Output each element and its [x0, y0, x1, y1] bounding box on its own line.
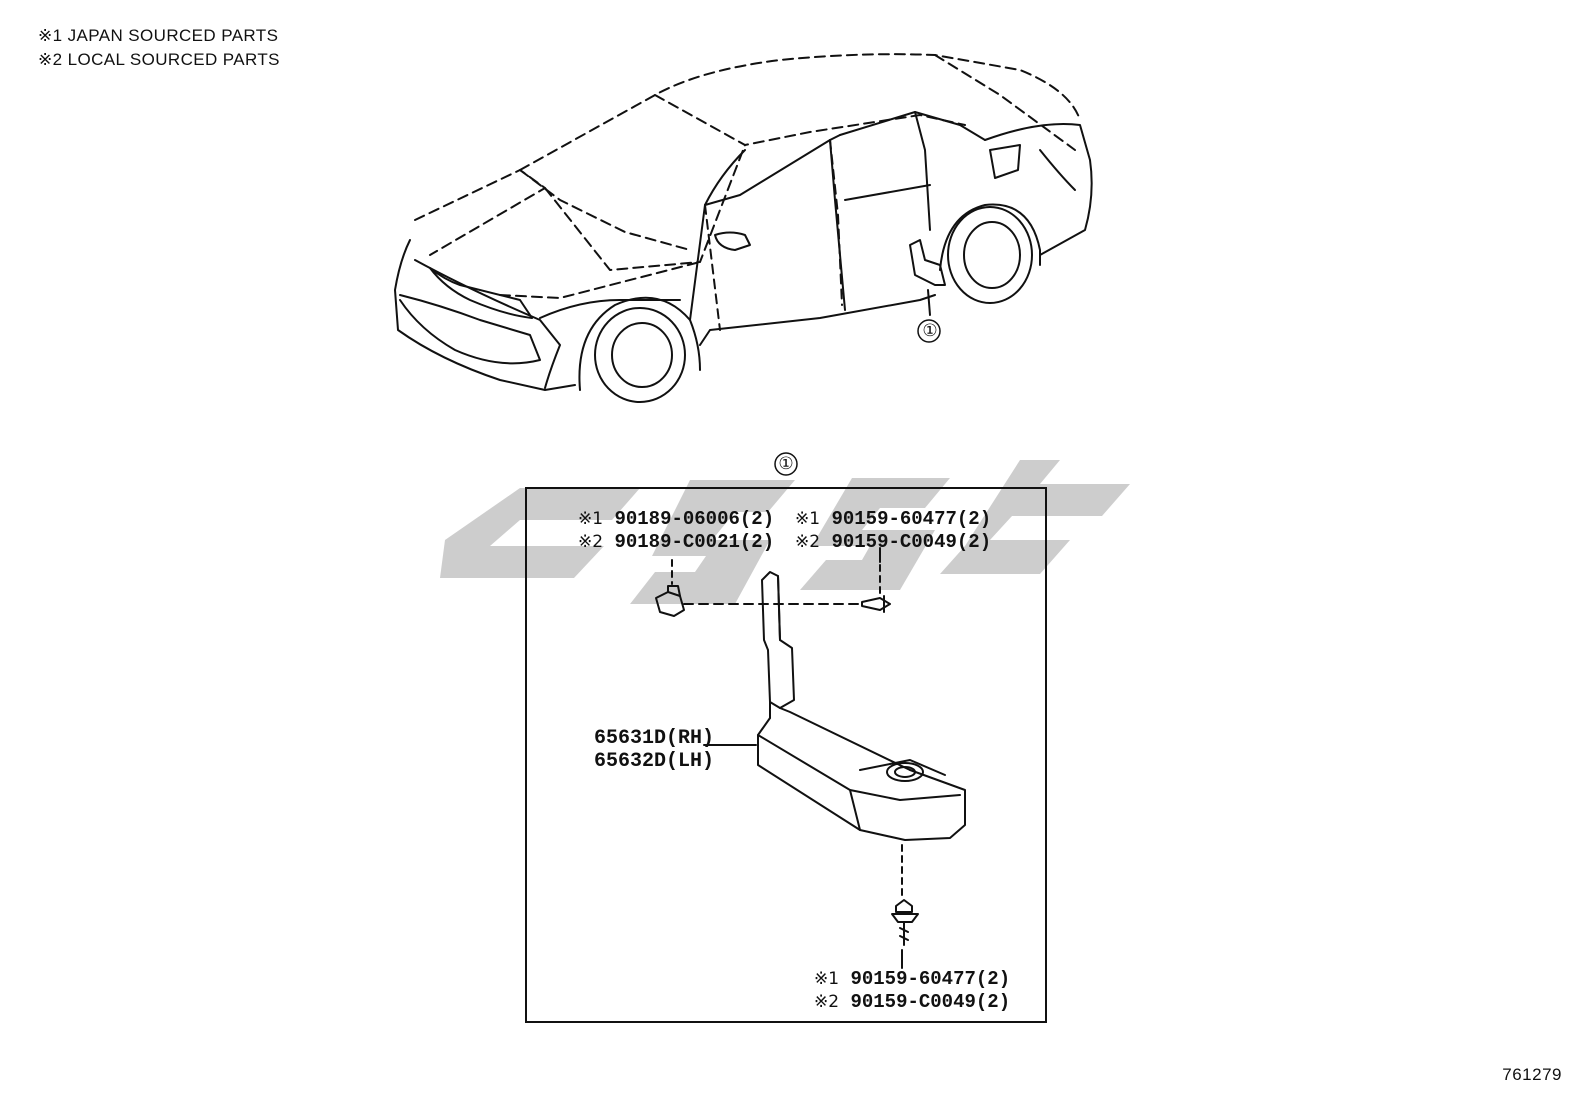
- legend-text: LOCAL SOURCED PARTS: [67, 50, 280, 69]
- part-number: 90159-60477(2): [850, 968, 1011, 990]
- legend-item-local: ※2 LOCAL SOURCED PARTS: [38, 48, 280, 72]
- part-number: 90159-60477(2): [831, 508, 992, 530]
- part-number-lh: 65632D(LH): [594, 750, 715, 773]
- part-number: 90189-C0021(2): [614, 531, 775, 553]
- part-number: 90189-06006(2): [614, 508, 775, 530]
- detail-callout: [774, 452, 798, 476]
- lower-screw-part-numbers: ※1 90159-60477(2) ※2 90159-C0049(2): [814, 968, 1010, 1014]
- detail-frame: [525, 487, 1047, 1023]
- legend-item-japan: ※1 JAPAN SOURCED PARTS: [38, 24, 280, 48]
- legend: ※1 JAPAN SOURCED PARTS ※2 LOCAL SOURCED …: [38, 24, 280, 72]
- legend-mark: ※1: [38, 26, 63, 45]
- diagram-id: 761279: [1502, 1065, 1562, 1084]
- legend-text: JAPAN SOURCED PARTS: [67, 26, 279, 45]
- legend-mark: ※2: [38, 50, 63, 69]
- watermark-logo: [440, 460, 1130, 604]
- detail-parts: [655, 547, 966, 969]
- part-number: 90159-C0049(2): [850, 991, 1011, 1013]
- part-number: 90159-C0049(2): [831, 531, 992, 553]
- car-callout-label: ①: [922, 321, 938, 340]
- bracket-part-numbers: 65631D(RH) 65632D(LH): [594, 727, 714, 773]
- source-mark: ※2: [578, 532, 604, 552]
- source-mark: ※1: [578, 509, 604, 529]
- upper-screw-part-numbers: ※1 90159-60477(2) ※2 90159-C0049(2): [795, 508, 991, 554]
- source-mark: ※2: [795, 532, 821, 552]
- detail-callout-label: ①: [778, 454, 794, 473]
- source-mark: ※1: [814, 969, 840, 989]
- part-number-rh: 65631D(RH): [594, 727, 715, 750]
- clip-part-numbers: ※1 90189-06006(2) ※2 90189-C0021(2): [578, 508, 774, 554]
- car-illustration: [394, 53, 1093, 403]
- source-mark: ※1: [795, 509, 821, 529]
- source-mark: ※2: [814, 992, 840, 1012]
- car-callout: [917, 319, 941, 343]
